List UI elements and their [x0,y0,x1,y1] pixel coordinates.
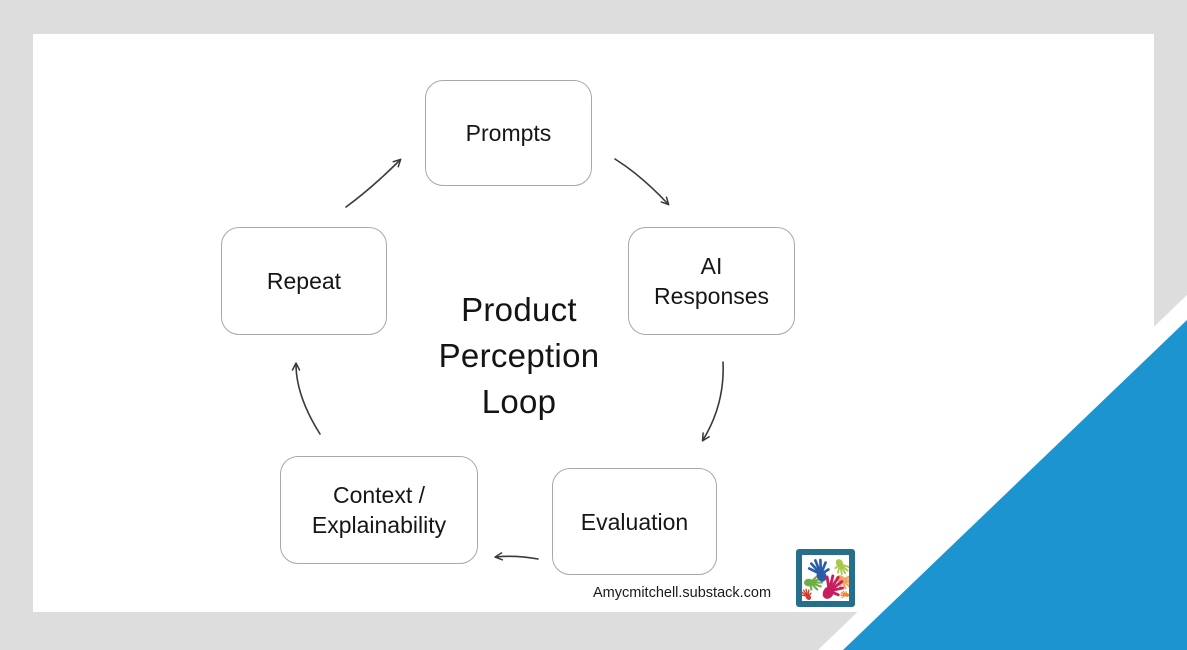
hands-icon [802,555,849,601]
node-ai-responses: AI Responses [628,227,795,335]
credit-text: Amycmitchell.substack.com [593,585,772,601]
node-evaluation-label: Evaluation [580,508,689,535]
node-prompts: Prompts [425,80,592,186]
diagram-title: Product Perception Loop [438,291,600,420]
node-ai-responses-label: AI Responses [653,253,770,309]
node-evaluation: Evaluation [552,468,717,575]
node-context-explainability: Context / Explainability [280,456,478,564]
node-context-explainability-label: Context / Explainability [311,482,447,538]
node-repeat-label: Repeat [266,268,342,294]
node-prompts-label: Prompts [465,120,552,146]
hands-logo-image [802,555,849,601]
hands-logo [796,549,855,607]
node-repeat: Repeat [221,227,387,335]
